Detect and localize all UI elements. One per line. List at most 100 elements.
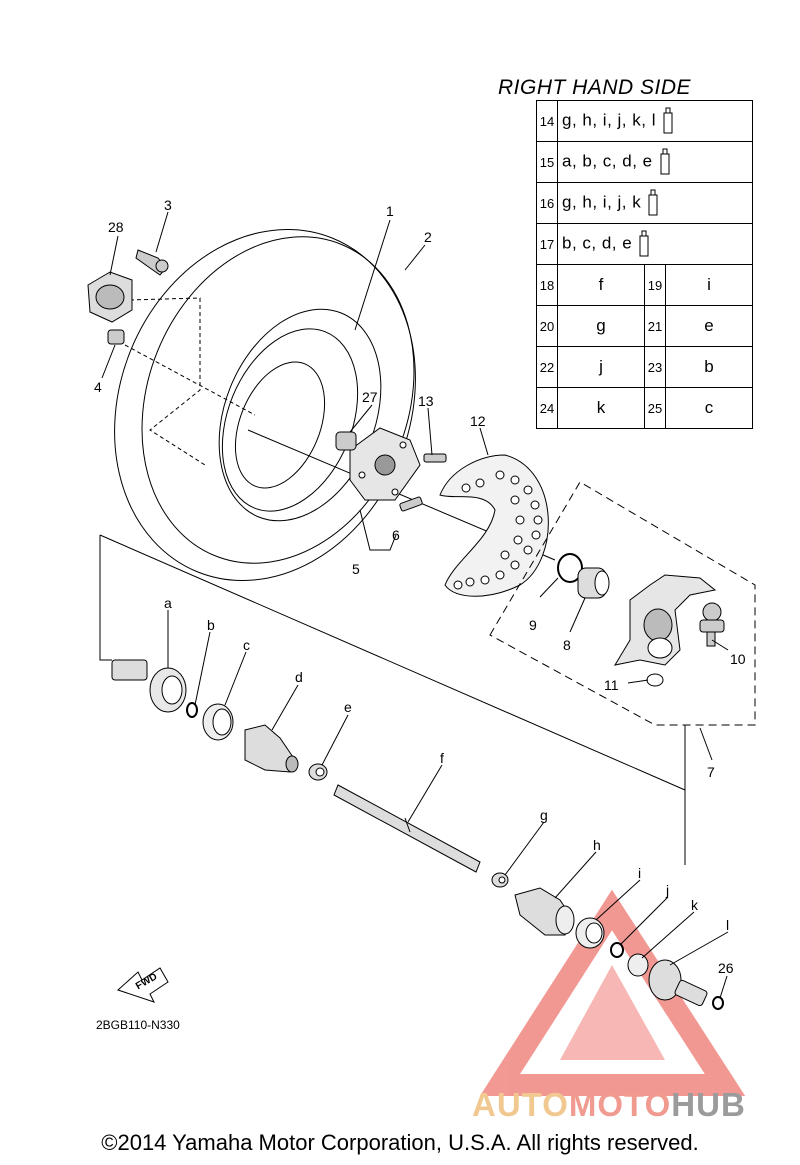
watermark-moto: MOTO (568, 1086, 672, 1123)
copyright-notice: ©2014 Yamaha Motor Corporation, U.S.A. A… (101, 1130, 699, 1155)
callout-27: 27 (362, 389, 378, 405)
kit-part: f (557, 264, 645, 306)
diagram-code: 2BGB110-N330 (96, 1018, 180, 1032)
kit-number: 21 (643, 305, 666, 347)
tube-icon (663, 107, 673, 134)
callout-3: 3 (164, 197, 172, 213)
table-row: 18 f 19 i (536, 264, 754, 306)
callout-c: c (243, 637, 250, 653)
band-e (308, 763, 328, 781)
nut-4 (107, 329, 125, 345)
kit-number: 17 (536, 223, 558, 265)
callout-28: 28 (108, 219, 124, 235)
callout-12: 12 (470, 413, 486, 429)
kit-table: 14 g, h, i, j, k, l 15 a, b, c, d, e 16 … (536, 100, 754, 429)
bearing-8 (577, 567, 610, 599)
callout-h: h (593, 837, 601, 853)
circlip-26 (712, 996, 724, 1010)
callout-b: b (207, 617, 215, 633)
shaft-f (333, 784, 481, 873)
callout-9: 9 (529, 617, 537, 633)
callout-5: 5 (352, 561, 360, 577)
callout-1: 1 (386, 203, 394, 219)
kit-part: k (557, 387, 645, 429)
kit-contents: a, b, c, d, e (557, 141, 753, 183)
callout-a: a (164, 595, 172, 611)
callout-6: 6 (392, 527, 400, 543)
table-title: RIGHT HAND SIDE (498, 76, 692, 99)
kit-part: g (557, 305, 645, 347)
hub-5 (349, 427, 421, 501)
kit-number: 24 (536, 387, 558, 429)
band-g (491, 872, 509, 888)
callout-e: e (344, 699, 352, 715)
table-row: 17 b, c, d, e (536, 223, 753, 265)
callout-i: i (638, 865, 641, 881)
tire (114, 228, 416, 582)
table-row: 24 k 25 c (536, 387, 754, 429)
callout-11: 11 (604, 677, 619, 693)
watermark-hub: HUB (671, 1086, 746, 1123)
table-row: 20 g 21 e (536, 305, 754, 347)
callout-k: k (691, 897, 699, 913)
kit-part: b (664, 346, 754, 388)
circlip-j (610, 942, 624, 958)
callout-l: l (726, 917, 729, 933)
watermark-text: AUTOMOTOHUB (472, 1086, 746, 1124)
callout-8: 8 (563, 637, 571, 653)
band-i (575, 917, 605, 949)
brake-disc-12 (439, 454, 549, 597)
ring-k (627, 953, 649, 977)
valve-3 (135, 249, 169, 276)
kit-number: 18 (536, 264, 558, 306)
kit-part: c (664, 387, 754, 429)
tube-icon (648, 189, 658, 216)
kit-part: i (664, 264, 754, 306)
table-row: 15 a, b, c, d, e (536, 141, 753, 183)
ball-joint-10 (699, 602, 725, 647)
steering-knuckle (613, 574, 717, 666)
kit-number: 25 (643, 387, 666, 429)
kit-number: 15 (536, 141, 558, 183)
callout-26: 26 (718, 960, 734, 976)
callout-7: 7 (707, 764, 715, 780)
boot-d (244, 724, 299, 773)
table-row: 16 g, h, i, j, k (536, 182, 753, 224)
kit-number: 22 (536, 346, 558, 388)
valve-cap-28 (87, 271, 133, 323)
knuckle-assembly-box (489, 481, 756, 726)
callout-f: f (440, 750, 444, 766)
circlip-b (186, 702, 198, 718)
bolt-13 (423, 453, 447, 463)
kit-number: 23 (643, 346, 666, 388)
callout-13: 13 (418, 393, 434, 409)
bolt-6 (399, 496, 423, 512)
cv-joint-l (648, 959, 708, 1007)
band-c (202, 703, 234, 741)
watermark-auto: AUTO (472, 1086, 569, 1123)
callout-4: 4 (94, 379, 102, 395)
tube-icon (660, 148, 670, 175)
callout-2: 2 (424, 229, 432, 245)
nut-27 (335, 431, 357, 451)
table-row: 22 j 23 b (536, 346, 754, 388)
kit-number: 16 (536, 182, 558, 224)
tube-icon (639, 230, 649, 257)
boot-h (514, 887, 575, 936)
kit-part: e (664, 305, 754, 347)
callout-j: j (665, 882, 669, 898)
kit-number: 14 (536, 100, 558, 142)
table-row: 14 g, h, i, j, k, l (536, 100, 753, 142)
callout-10: 10 (730, 651, 746, 667)
kit-contents: b, c, d, e (557, 223, 753, 265)
circlip-9 (557, 553, 583, 583)
callout-g: g (540, 807, 548, 823)
kit-contents: g, h, i, j, k, l (557, 100, 753, 142)
fwd-arrow-icon: FWD (117, 967, 169, 1003)
kit-number: 19 (643, 264, 666, 306)
kit-part: j (557, 346, 645, 388)
callout-d: d (295, 669, 303, 685)
kit-number: 20 (536, 305, 558, 347)
cv-joint-a (111, 659, 187, 713)
